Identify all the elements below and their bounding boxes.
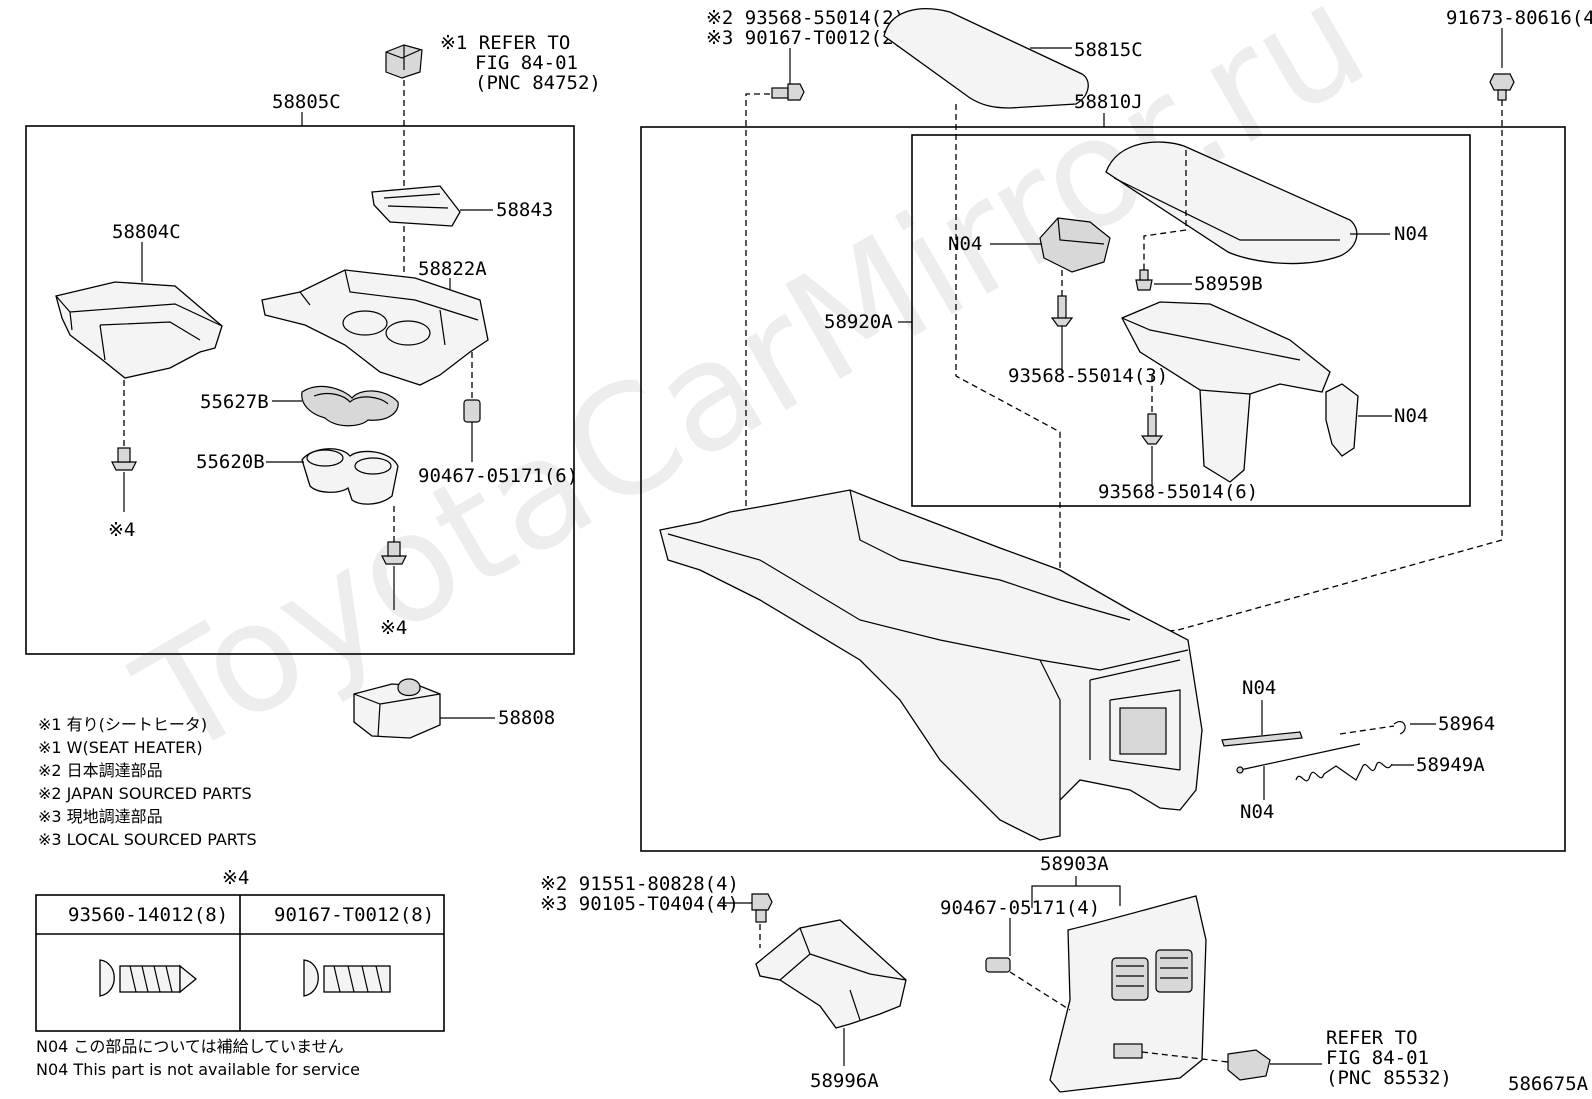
part-55620b [301, 448, 399, 505]
rod-part-upper [1221, 731, 1303, 747]
callout-58964: 58964 [1438, 713, 1495, 735]
callout-55620b: 55620B [196, 451, 265, 473]
bolt-top-right [1489, 73, 1515, 101]
figure-code: 586675A [1508, 1073, 1589, 1095]
bolt-callout-bottom: ※2 91551-80828(4) ※3 90105-T0404(4) [540, 873, 739, 915]
bolt-top-line-1: ※2 93568-55014(2) [706, 7, 905, 29]
reference-note-bottom: REFER TO FIG 84-01 (PNC 85532) [1326, 1027, 1452, 1089]
ref-bottom-line-2: FIG 84-01 [1326, 1047, 1429, 1069]
ref-bottom-line-1: REFER TO [1326, 1027, 1418, 1049]
clip-fastener-left [111, 447, 137, 471]
callout-58843: 58843 [496, 199, 553, 221]
clip-fastener-center [381, 541, 407, 565]
console-body-part [659, 489, 1203, 841]
rear-panel-58903a [1049, 895, 1207, 1093]
bolt-top-left [771, 83, 805, 101]
callout-58815c: 58815C [1074, 39, 1143, 61]
assembly-frame-58810j [640, 126, 1566, 852]
callout-55627b: 55627B [200, 391, 269, 413]
fastener-col2-header: 90167-T0012(8) [274, 904, 434, 926]
clip-90467-6 [463, 399, 481, 423]
part-55627b [301, 385, 399, 427]
screw-93568-6 [1140, 413, 1164, 445]
ref-line-2: FIG 84-01 [475, 52, 578, 74]
clip-58959b [1135, 269, 1153, 291]
bolt-bottom-line-1: ※2 91551-80828(4) [540, 873, 739, 895]
note-1: ※1 有り(シートヒータ) [38, 715, 207, 734]
bolt-bottom [751, 893, 773, 923]
callout-58810j: 58810J [1074, 91, 1143, 113]
switch-part-bottom [1227, 1049, 1271, 1081]
armrest-lid-part [1105, 141, 1358, 265]
callout-n04-latch: N04 [948, 233, 982, 255]
bolt-top-line-2: ※3 90167-T0012(2) [706, 27, 905, 49]
fastener-table: ※4 93560-14012(8) 90167-T0012(8) [35, 867, 445, 1032]
callout-91673-80616-4: 91673-80616(4) [1446, 7, 1592, 29]
callout-n04-hinge: N04 [1394, 405, 1428, 427]
note-6: ※3 LOCAL SOURCED PARTS [38, 830, 257, 849]
note-4: ※2 JAPAN SOURCED PARTS [38, 784, 252, 803]
clip-58964 [1393, 721, 1406, 735]
hinge-part [1325, 383, 1359, 457]
callout-58822a: 58822A [418, 258, 487, 280]
part-58815c [883, 8, 1089, 109]
callout-90467-05171-6: 90467-05171(6) [418, 465, 578, 487]
note-5: ※3 現地調達部品 [38, 807, 163, 826]
callout-58920a: 58920A [824, 311, 893, 333]
footnotes: ※1 有り(シートヒータ) ※1 W(SEAT HEATER) ※2 日本調達部… [38, 715, 257, 849]
callout-58959b: 58959B [1194, 273, 1263, 295]
callout-n04-rod: N04 [1242, 677, 1276, 699]
armrest-bracket-part [1121, 301, 1331, 483]
ref-line-1: ※1 REFER TO [440, 32, 570, 54]
fastener-col1-header: 93560-14012(8) [68, 904, 228, 926]
n04-note-jp: N04 この部品については補給していません [36, 1037, 344, 1056]
part-58822a [261, 269, 489, 386]
ref-line-3: (PNC 84752) [475, 72, 601, 94]
assembly-frame-58920a [911, 134, 1471, 507]
part-58996a [755, 919, 907, 1029]
spring-58949a [1295, 761, 1393, 782]
ref-bottom-line-3: (PNC 85532) [1326, 1067, 1452, 1089]
callout-58805c: 58805C [272, 91, 341, 113]
note-3: ※2 日本調達部品 [38, 761, 163, 780]
part-58804c [55, 281, 223, 379]
screw-93560-drawing [99, 959, 198, 997]
fastener-table-title: ※4 [222, 867, 249, 889]
latch-part [1039, 217, 1111, 273]
assembly-frame-58805c [25, 125, 575, 655]
note-2: ※1 W(SEAT HEATER) [38, 738, 203, 757]
callout-58949a: 58949A [1416, 754, 1485, 776]
callout-90467-05171-4: 90467-05171(4) [940, 897, 1100, 919]
callout-star4-center: ※4 [380, 617, 407, 639]
callout-58996a: 58996A [810, 1070, 879, 1092]
callout-58804c: 58804C [112, 221, 181, 243]
reference-note-top: ※1 REFER TO FIG 84-01 (PNC 84752) [440, 32, 601, 94]
seat-heater-switch-part [385, 44, 423, 79]
wire-part [1236, 743, 1361, 774]
n04-note-en: N04 This part is not available for servi… [36, 1060, 360, 1079]
bolt-callout-top: ※2 93568-55014(2) ※3 90167-T0012(2) [706, 7, 905, 49]
callout-93568-55014-6: 93568-55014(6) [1098, 481, 1258, 503]
screw-90167-drawing [303, 959, 391, 997]
bolt-bottom-line-2: ※3 90105-T0404(4) [540, 893, 739, 915]
callout-n04-lid: N04 [1394, 223, 1428, 245]
callout-93568-55014-3: 93568-55014(3) [1008, 365, 1168, 387]
callout-star4-left: ※4 [108, 519, 135, 541]
callout-58808: 58808 [498, 707, 555, 729]
part-58843 [371, 185, 461, 227]
callout-58903a: 58903A [1040, 853, 1109, 875]
callout-n04-wire: N04 [1240, 801, 1274, 823]
screw-93568-3 [1050, 295, 1074, 327]
part-58808 [353, 678, 441, 739]
clip-90467-4 [985, 957, 1011, 973]
